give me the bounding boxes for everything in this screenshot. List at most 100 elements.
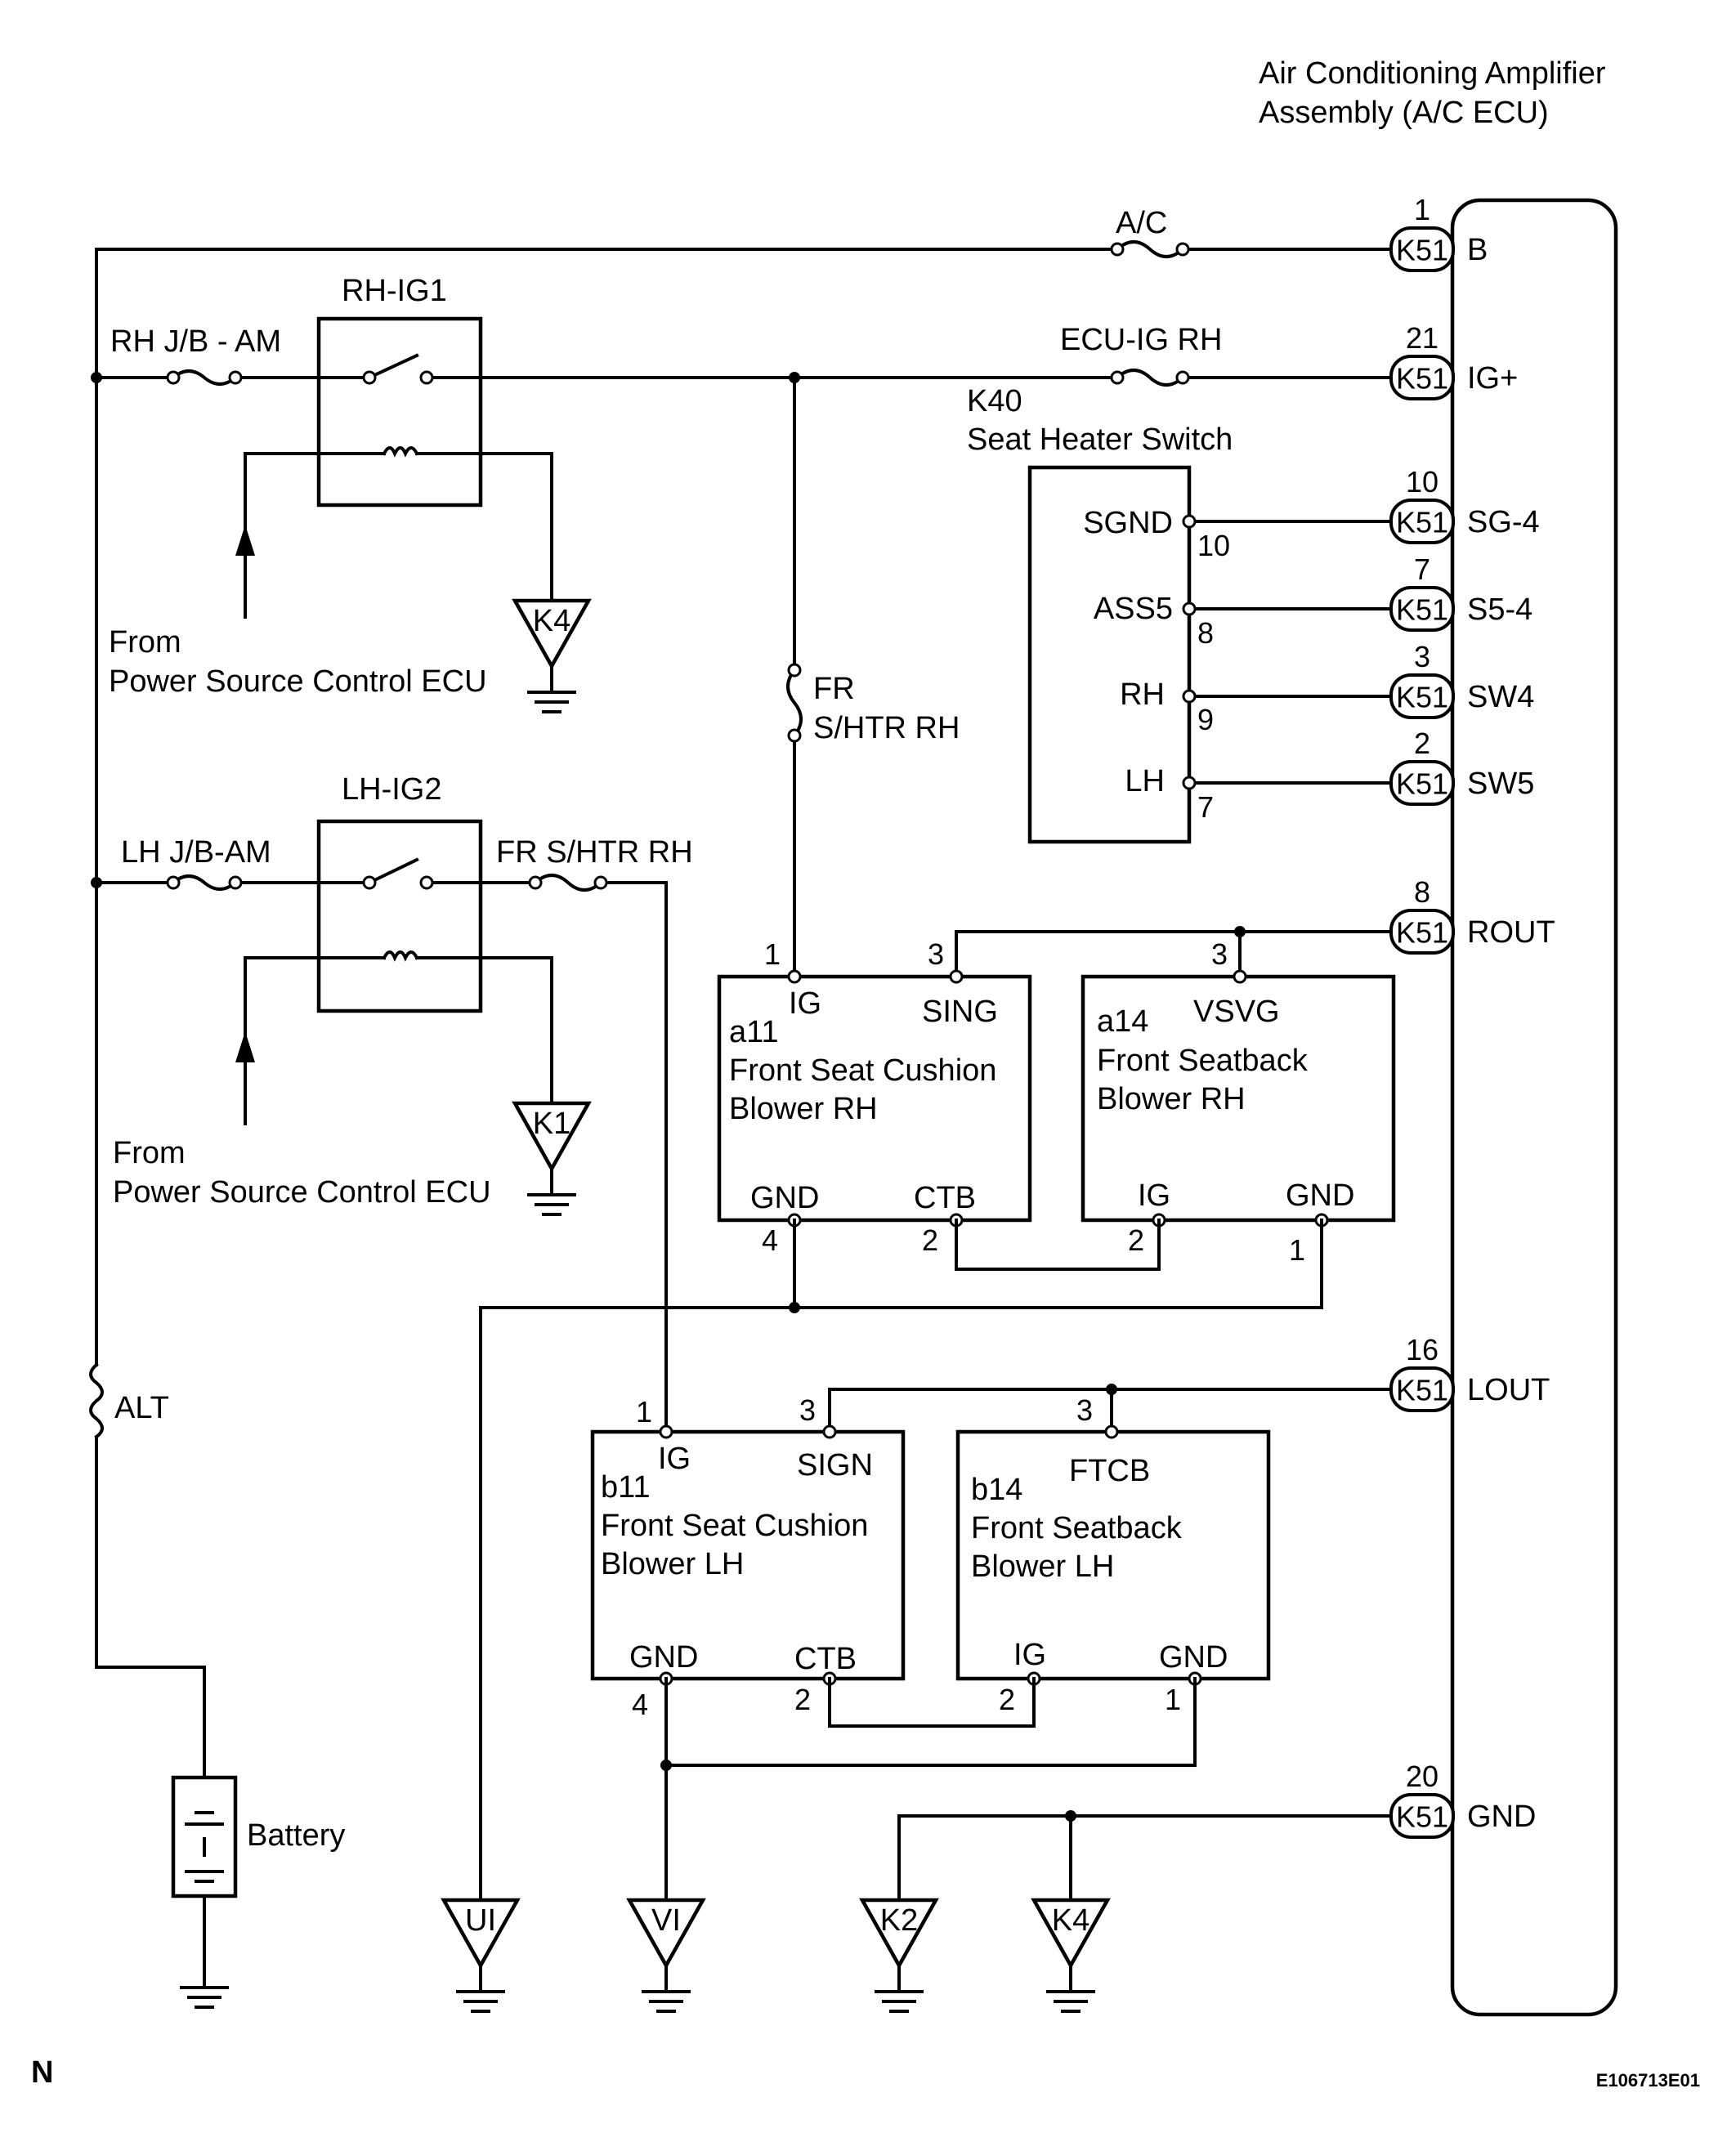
connector-badge (1389, 355, 1455, 400)
b11-p1: 1 (636, 1395, 652, 1429)
ecu-pin-name: IG+ (1467, 361, 1518, 396)
connector-badge (1389, 673, 1455, 719)
a11-p2: 3 (928, 937, 944, 971)
a11-pin-sing (949, 969, 964, 984)
a11-code: a11 (729, 1015, 779, 1049)
ground-ui-label: UI (465, 1903, 496, 1938)
rh-jb-am-terminal-l (166, 370, 181, 385)
wire-ecu-gnd (897, 1814, 1393, 1918)
b14-code: b14 (971, 1473, 1022, 1507)
wire-ctb-lh (828, 1677, 1036, 1728)
fr-shtr-rh-vertical-terminal-bottom (787, 728, 802, 743)
switch-pin-rh: 9 (1197, 703, 1214, 736)
battery-label: Battery (247, 1818, 345, 1853)
wire-gnd-lh (664, 1677, 1197, 1918)
ground-k1-icon (512, 1101, 592, 1173)
ecu-pin-name: SW5 (1467, 767, 1534, 801)
switch-name: Seat Heater Switch (967, 423, 1233, 457)
relay-lh-ig2-label: LH-IG2 (342, 772, 441, 807)
ecu-pin-number: 10 (1406, 465, 1438, 499)
switch-terminal-sgnd: SGND (1083, 506, 1173, 540)
rh-jb-am-fuse (171, 369, 238, 386)
ecu-pin-number: 7 (1414, 552, 1430, 586)
switch-pin-ass5: 8 (1197, 616, 1214, 650)
a14-t3: IG (1138, 1178, 1170, 1213)
ground-ui: UI (441, 1898, 521, 2013)
a11-pin-ig (787, 969, 802, 984)
rh-jb-am-terminal-r (228, 370, 243, 385)
b11-line1: Front Seat Cushion (601, 1509, 868, 1543)
ground-k4-rh-symbol (527, 664, 576, 713)
b14-t1: FTCB (1069, 1454, 1150, 1488)
ecu-pin-number: 20 (1406, 1760, 1438, 1793)
connector-badge (1389, 909, 1455, 955)
relay-lh-from-arrow-icon (235, 1031, 255, 1062)
wire-rout (955, 930, 1393, 978)
switch-code: K40 (967, 384, 1022, 418)
switch-wires (1188, 520, 1393, 785)
junction-gnd-lh (660, 1760, 672, 1771)
ground-k2-label: K2 (880, 1903, 918, 1938)
ground-vi-label: VI (651, 1903, 681, 1938)
ground-k2: K2 (859, 1898, 939, 2013)
ecu-ig-rh-terminal-l (1110, 370, 1125, 385)
battery (171, 1775, 238, 1898)
fr-shtr-rh-vertical-fuse (786, 668, 803, 738)
ground-k4-bottom-icon (1031, 1898, 1111, 1970)
a11-t2: SING (922, 995, 998, 1029)
a14-line2: Blower RH (1097, 1082, 1246, 1116)
lh-jb-am-label: LH J/B-AM (121, 835, 271, 870)
fr-shtr-rh-vertical-label-2: S/HTR RH (813, 711, 960, 745)
ac-fuse-terminal-r (1175, 242, 1190, 257)
relay-rh-ig1 (316, 316, 483, 508)
ecu-pin-name: SG-4 (1467, 505, 1540, 539)
ground-ui-icon (441, 1898, 521, 1970)
b11-t1: IG (658, 1442, 691, 1476)
connector-code: K51 (1396, 362, 1448, 396)
b14-p3: 2 (999, 1683, 1015, 1716)
ground-vi-symbol (642, 1964, 691, 2013)
b11-line2: Blower LH (601, 1547, 744, 1581)
corner-letter: N (31, 2055, 53, 2090)
connector-badge (1389, 1793, 1455, 1839)
connector-badge (1389, 760, 1455, 806)
wire-fr-shtr-rh-lh (479, 881, 668, 1432)
ecu-box (1450, 198, 1618, 2017)
relay-rh-switch-contact-b (419, 370, 434, 385)
ecu-pin-name: SW4 (1467, 680, 1534, 714)
connector-code: K51 (1396, 681, 1448, 714)
a14-t4: GND (1286, 1178, 1354, 1213)
fr-shtr-rh-vertical-terminal-top (787, 663, 802, 677)
b14-pin-ftcb (1104, 1424, 1119, 1439)
lh-jb-am-terminal-l (166, 875, 181, 890)
relay-rh-from-2: Power Source Control ECU (109, 664, 487, 699)
ac-fuse-label: A/C (1116, 206, 1167, 240)
alt-fuse-label: ALT (114, 1391, 169, 1425)
relay-lh-switch-contact-b (419, 875, 434, 890)
switch-terminal-lh-pin (1182, 776, 1197, 790)
wire-lout (828, 1388, 1393, 1433)
ecu-pin-number: 1 (1414, 193, 1430, 226)
fr-shtr-rh-lh-terminal-l (528, 875, 543, 890)
a14-line1: Front Seatback (1097, 1044, 1309, 1078)
b14-line2: Blower LH (971, 1550, 1114, 1584)
alt-to-battery-wire (95, 1437, 206, 1779)
connector-badge (1389, 1366, 1455, 1412)
ecu-ig-rh-terminal-r (1175, 370, 1190, 385)
blower-a14 (1081, 974, 1396, 1223)
switch-terminal-ass5: ASS5 (1094, 592, 1173, 626)
figure-code: E106713E01 (1596, 2070, 1700, 2091)
ecu-title-line1: Air Conditioning Amplifier (1259, 56, 1606, 91)
battery-ground-icon (180, 1986, 229, 2009)
relay-lh-coil-icon (382, 950, 419, 962)
relay-lh-from-2: Power Source Control ECU (113, 1175, 491, 1210)
b14-line1: Front Seatback (971, 1511, 1183, 1545)
